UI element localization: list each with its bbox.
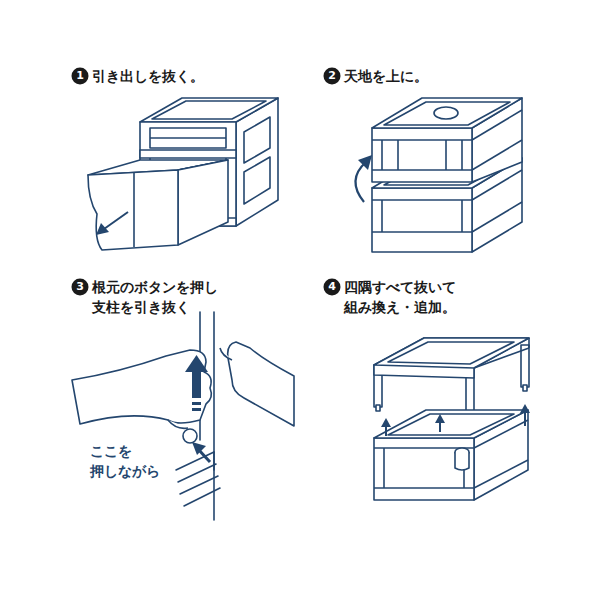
callout-note: ここを 押しながら (90, 441, 170, 481)
step-number: 4 (324, 279, 340, 295)
step-number: 2 (324, 68, 340, 84)
step-number: 3 (72, 279, 88, 295)
lower-frame (374, 410, 528, 500)
rotate-arrow (355, 155, 372, 202)
step-instruction: 引き出しを抜く。 (92, 66, 204, 86)
drawer-unit (88, 98, 278, 250)
step-badges (72, 68, 341, 296)
lift-arrows (381, 404, 530, 436)
step-instruction: 天地を上に。 (344, 66, 428, 86)
pull-arrow (96, 212, 128, 235)
step-number: 1 (72, 68, 88, 84)
action-arrows (185, 355, 210, 462)
flipped-frame (372, 98, 522, 252)
step-instruction: 四隅すべて抜いて 組み換え・追加。 (344, 277, 476, 317)
step-instruction: 根元のボタンを押し 支柱を引き抜く (92, 277, 232, 317)
upper-frame (374, 338, 529, 420)
hands (72, 342, 294, 443)
